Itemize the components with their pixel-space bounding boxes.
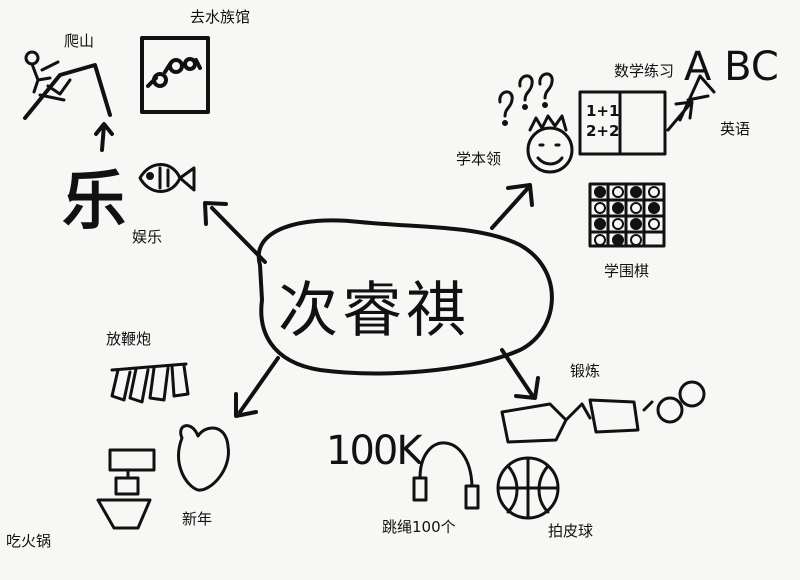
arrow-to-english [666,100,694,132]
arrow-to-study [490,183,534,230]
new-year-label: 新年 [182,510,213,528]
basketball-label: 拍皮球 [548,522,594,540]
arrow-to-entertainment [203,201,267,264]
basketball-icon [496,456,560,520]
center-oval [256,218,554,376]
math-book-icon [578,90,667,156]
jump-rope-count: 100K [326,428,423,474]
study-label: 学本领 [456,150,502,168]
letter-a-shape [678,74,716,122]
firecrackers-label: 放鞭炮 [106,330,152,348]
exercise-label: 锻炼 [570,362,601,380]
aquarium-icon [140,36,210,114]
firecrackers-icon [110,362,190,404]
hotpot-icon [96,448,156,530]
math-sum-bottom: 2+2 [586,122,620,140]
math-sum-top: 1+1 [586,102,620,120]
hotpot-label: 吃火锅 [6,532,52,550]
go-label: 学围棋 [604,262,650,280]
question-marks-icon [498,72,554,126]
go-board-icon [588,182,666,248]
english-letters: A BC [684,44,779,90]
jump-rope-label: 跳绳100个 [382,518,456,536]
entertainment-glyph: 乐 [62,165,126,239]
english-label: 英语 [720,120,751,138]
dumpling-icon [177,424,230,492]
mountain-icon [23,63,112,120]
arrow-to-climbing [94,122,114,152]
climbing-label: 爬山 [64,32,95,50]
math-label: 数学练习 [614,62,675,80]
aquarium-label: 去水族馆 [190,8,251,26]
center-name: 次睿祺 [278,276,470,346]
entertainment-label: 娱乐 [132,228,163,246]
exercise-shapes-icon [500,380,706,444]
climber-icon [24,50,72,102]
arrow-to-new-year [234,356,280,418]
fish-icon [138,163,196,193]
jump-rope-icon [412,441,480,510]
arrow-to-exercise [500,348,540,400]
thinking-face-icon [526,114,574,174]
